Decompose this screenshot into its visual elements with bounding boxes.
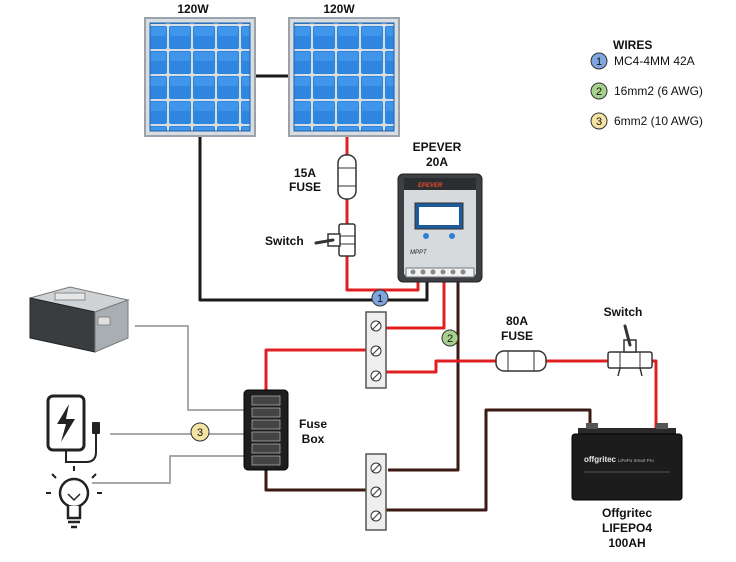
legend-item-3-text: 6mm2 (10 AWG) xyxy=(614,114,703,128)
controller-brand: EPEVER xyxy=(418,183,443,189)
charge-controller: EPEVER MPPT xyxy=(397,173,483,283)
lamp-load-wire xyxy=(92,455,245,484)
solar-panel-left xyxy=(144,17,256,137)
wire-marker-1: 1 xyxy=(371,289,389,307)
legend-item-2-number: 2 xyxy=(596,86,602,98)
busbar-to-fusebox-positive xyxy=(264,348,368,390)
fuse-box-label-line2: Box xyxy=(302,432,325,446)
positive-busbar xyxy=(365,311,387,389)
wire-marker-2: 2 xyxy=(441,329,459,347)
legend-item-2-text: 16mm2 (6 AWG) xyxy=(614,84,703,98)
wire-marker-3-number: 3 xyxy=(197,427,203,439)
solar-panel-right xyxy=(288,17,400,137)
battery-spec: LiFePo Smart Pro xyxy=(618,458,654,463)
battery-label-line2: LIFEPO4 xyxy=(602,521,652,535)
negative-busbar xyxy=(365,453,387,531)
controller-label-line2: 20A xyxy=(426,155,448,169)
legend-item-2: 2 16mm2 (6 AWG) xyxy=(590,82,703,100)
switch-left-label: Switch xyxy=(265,234,304,248)
wires-legend: WIRES 1 MC4-4MM 42A 2 16mm2 (6 AWG) 3 6m… xyxy=(590,38,703,130)
wires xyxy=(92,74,658,512)
controller-positive-out-wire xyxy=(376,282,446,330)
wire-marker-2-number: 2 xyxy=(447,333,453,345)
controller-negative-out-wire xyxy=(388,282,460,472)
fuse-80a-label-line1: 80A xyxy=(506,314,528,328)
switch-right xyxy=(607,324,653,377)
battery: offgritec LiFePo Smart Pro xyxy=(571,423,683,501)
legend-title: WIRES xyxy=(613,38,652,52)
controller-mppt-badge: MPPT xyxy=(410,250,428,256)
fuse-80a xyxy=(495,350,547,372)
legend-item-1-number: 1 xyxy=(596,56,602,68)
fuse-box xyxy=(243,389,289,471)
fridge-load-wire xyxy=(135,325,245,411)
pv-negative-wire xyxy=(198,134,429,302)
busbar-to-battery-negative xyxy=(376,408,592,512)
legend-item-3-number: 3 xyxy=(596,116,602,128)
lightbulb-icon xyxy=(46,466,102,529)
legend-item-1: 1 MC4-4MM 42A xyxy=(590,52,695,70)
battery-label-line1: Offgritec xyxy=(602,506,652,520)
busbar-to-battery-positive xyxy=(376,359,658,428)
switch-right-label: Switch xyxy=(604,305,643,319)
switch-left xyxy=(314,223,356,257)
fuse-80a-label-line2: FUSE xyxy=(501,329,533,343)
panel-left-label: 120W xyxy=(177,2,209,16)
controller-label-line1: EPEVER xyxy=(413,140,462,154)
panel-right-label: 120W xyxy=(323,2,355,16)
battery-label-line3: 100AH xyxy=(608,536,645,550)
fuse-15a-label-line1: 15A xyxy=(294,166,316,180)
fuse-box-label-line1: Fuse xyxy=(299,417,327,431)
fuse-15a xyxy=(337,154,357,200)
cooler-fridge-icon xyxy=(29,286,130,353)
battery-brand: offgritec xyxy=(584,455,617,464)
smartphone-icon xyxy=(46,394,100,463)
legend-item-1-text: MC4-4MM 42A xyxy=(614,54,695,68)
legend-item-3: 3 6mm2 (10 AWG) xyxy=(590,112,703,130)
wire-marker-1-number: 1 xyxy=(377,293,383,305)
busbar-to-fusebox-negative xyxy=(264,470,368,492)
fuse-15a-label-line2: FUSE xyxy=(289,180,321,194)
wire-marker-3: 3 xyxy=(190,422,210,442)
